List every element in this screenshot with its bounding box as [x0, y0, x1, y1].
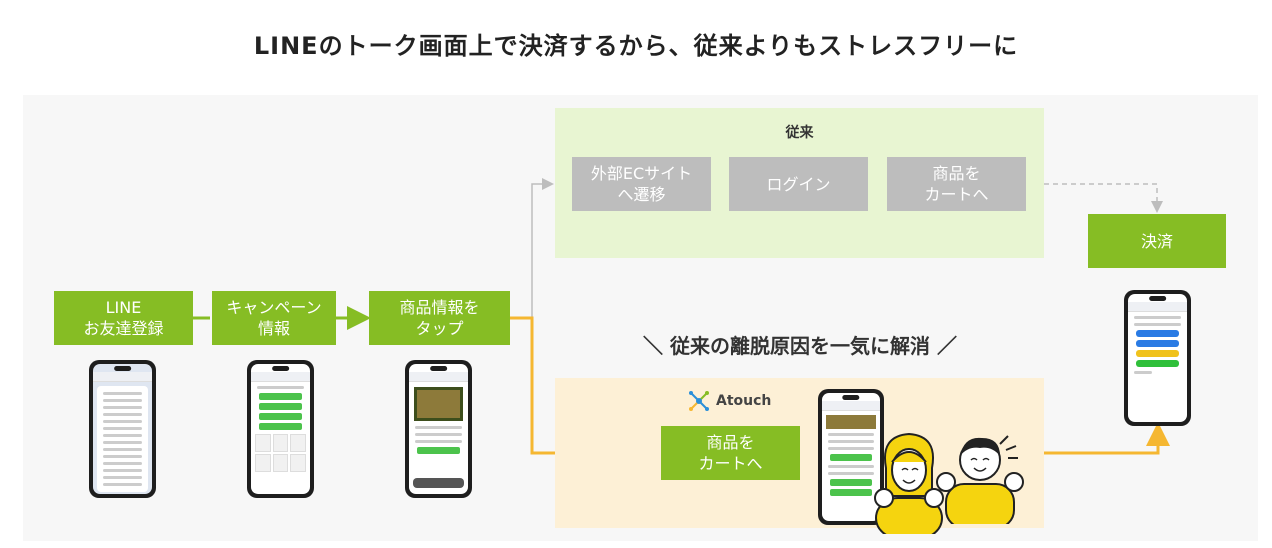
step-tap-product: 商品情報を タップ	[369, 291, 510, 345]
slogan: ＼ 従来の離脱原因を一気に解消 ／	[643, 334, 957, 358]
atouch-logo: Atouch	[688, 390, 771, 412]
phone-line-chat	[89, 360, 156, 498]
arrow-tap-to-legacy	[510, 178, 554, 319]
happy-man-illustration	[936, 435, 1024, 524]
legacy-step-external-ec: 外部ECサイト へ遷移	[572, 157, 711, 211]
atouch-logo-icon	[689, 391, 709, 411]
legacy-heading: 従来	[785, 125, 814, 141]
phone-atouch-cart	[818, 389, 884, 525]
arrow-legacy-to-payment	[1026, 183, 1163, 213]
atouch-logo-text: Atouch	[716, 393, 772, 409]
happy-woman-illustration	[874, 432, 944, 534]
phone-payment	[1124, 290, 1191, 426]
step-line-register: LINE お友達登録	[54, 291, 193, 345]
payment-box: 決済	[1088, 214, 1226, 268]
phone-product-info	[405, 360, 472, 498]
atouch-step-cart: 商品を カートへ	[661, 426, 800, 480]
legacy-step-cart: 商品を カートへ	[887, 157, 1026, 211]
phone-campaign-menu	[247, 360, 314, 498]
step-campaign-info: キャンペーン 情報	[212, 291, 336, 345]
legacy-step-login: ログイン	[729, 157, 868, 211]
page-title: LINEのトーク画面上で決済するから、従来よりもストレスフリーに	[253, 32, 1019, 60]
